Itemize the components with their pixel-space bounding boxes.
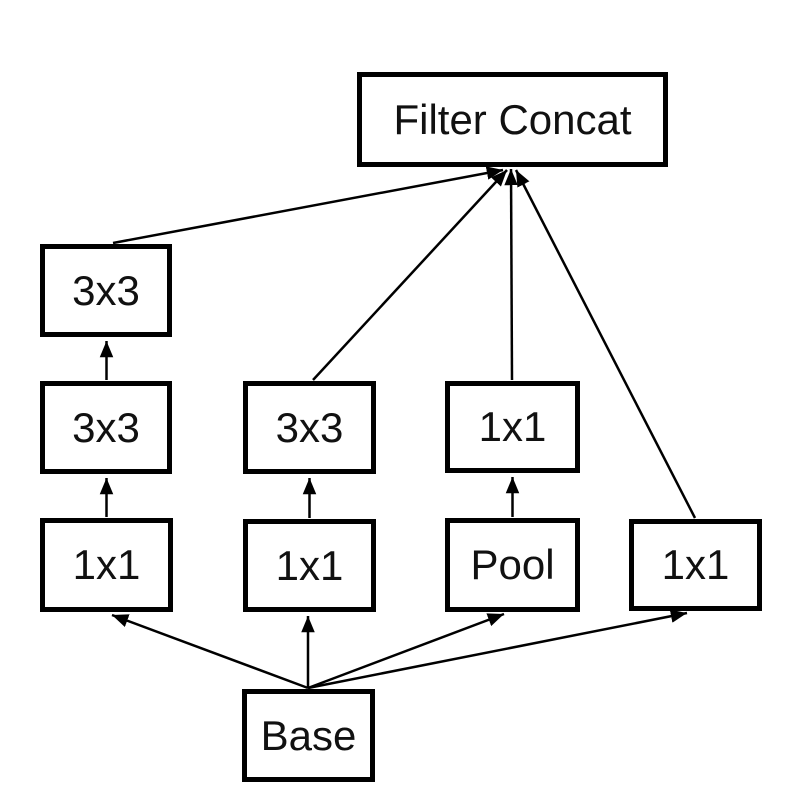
node-branch1-1x1: 1x1 (40, 518, 173, 612)
edge-base-to-b1-1x1 (111, 613, 309, 690)
node-branch1-3x3-layer3: 3x3 (40, 244, 172, 337)
node-branch2-3x3: 3x3 (243, 381, 376, 474)
edge-base-to-b4-1x1 (307, 609, 688, 690)
node-filter-concat: Filter Concat (357, 72, 668, 167)
node-branch3-pool: Pool (445, 518, 580, 612)
node-branch1-3x3-layer2: 3x3 (40, 381, 172, 474)
node-branch4-1x1: 1x1 (629, 519, 762, 611)
node-branch2-1x1: 1x1 (243, 519, 376, 612)
edge-base-to-pool (307, 612, 505, 690)
node-base: Base (242, 689, 375, 782)
edge-b4-1x1-to-filter-concat (514, 169, 697, 519)
edge-b3-1x1-to-filter-concat (504, 168, 518, 381)
edge-b1-3x3-top-to-filter-concat (112, 166, 504, 245)
edge-b2-3x3-to-filter-concat (312, 169, 508, 381)
node-branch3-1x1: 1x1 (445, 381, 580, 473)
